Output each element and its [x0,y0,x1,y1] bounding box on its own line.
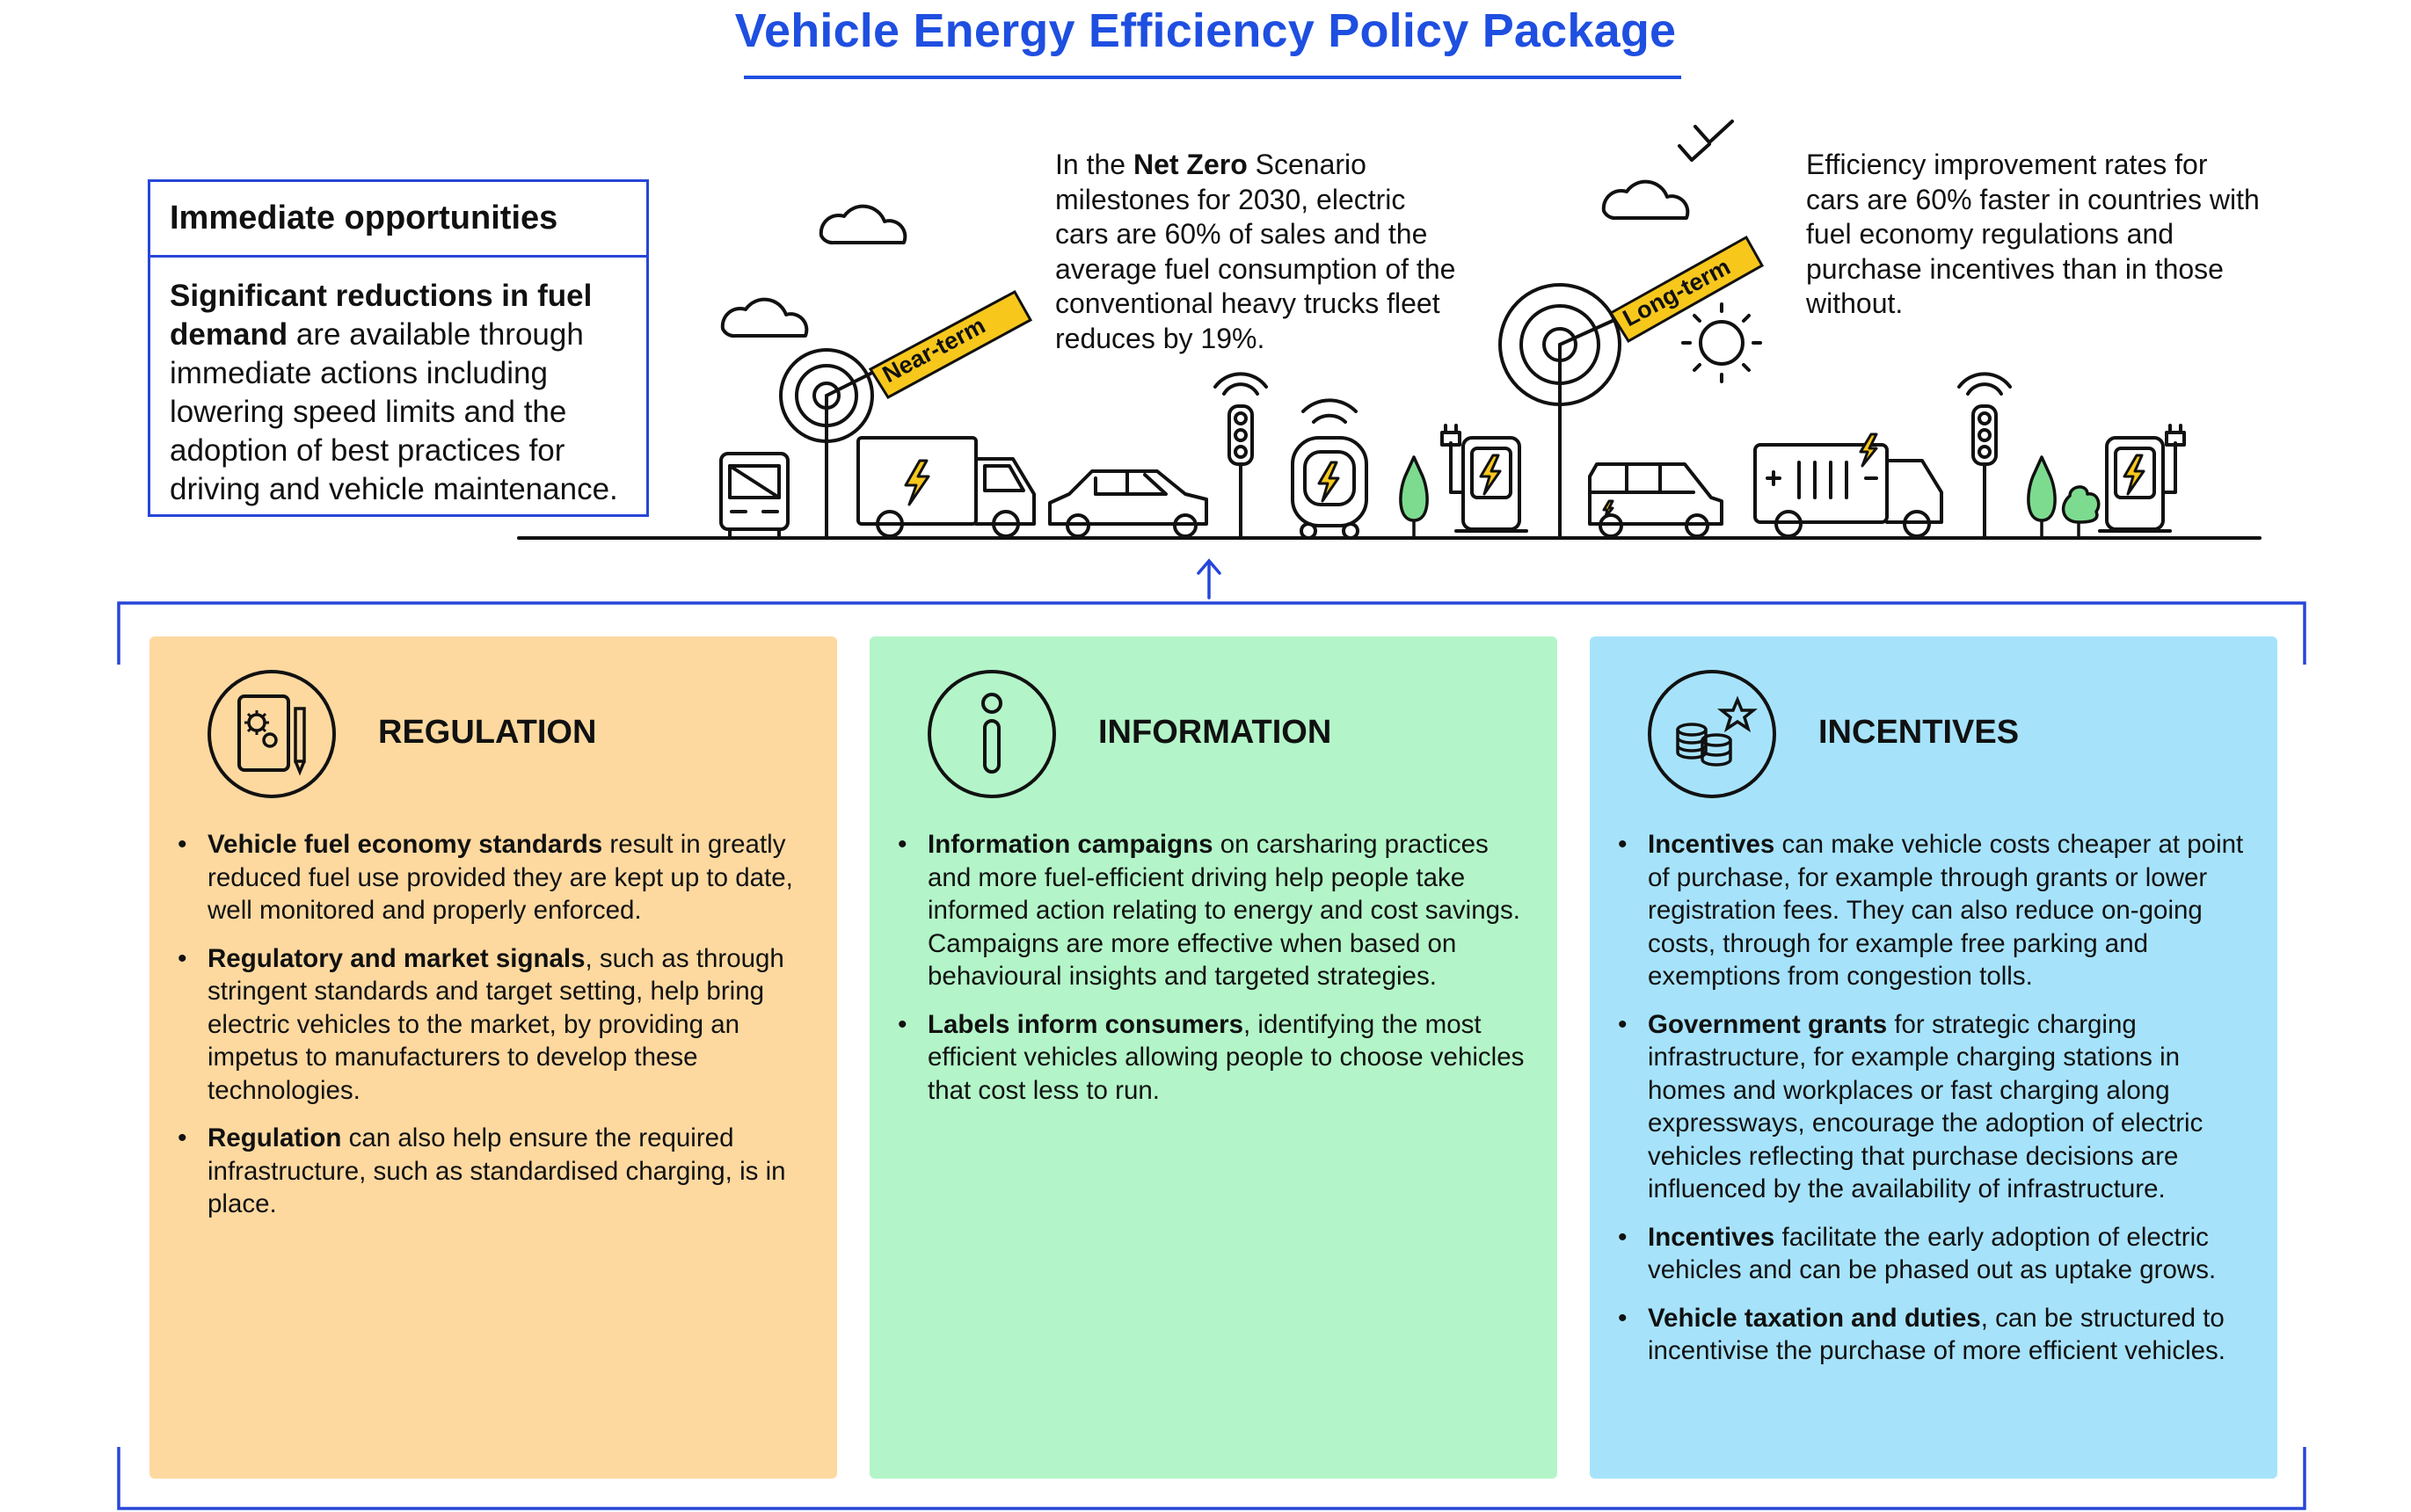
coins-star-icon [1648,670,1776,798]
lightning-bolt-icon [2123,454,2145,496]
incentives-panel: INCENTIVES Incentives can make vehicle c… [1590,636,2277,1479]
page-title: Vehicle Energy Efficiency Policy Package [734,4,1677,57]
list-item: Regulation can also help ensure the requ… [174,1122,807,1221]
bullet-bold: Vehicle fuel economy standards [208,830,603,859]
lightning-bolt-icon [904,459,930,506]
tree-icon [2027,455,2057,522]
regulation-bullets: Vehicle fuel economy standards result in… [174,828,807,1236]
bullet-text: can also help ensure the required infras… [208,1123,786,1218]
bullet-text: result in greatly reduced fuel use provi… [208,830,793,925]
electric-van-icon [1588,462,1723,538]
sun-icon [1681,302,1762,383]
bullet-text: , can be structured to incentivise the p… [1648,1303,2225,1366]
regulation-panel: REGULATION Vehicle fuel economy standard… [149,636,837,1479]
near-term-flag: Near-term [868,289,1033,399]
list-item: Regulatory and market signals, such as t… [174,942,807,1108]
long-term-flag: Long-term [1608,235,1765,344]
traffic-light-icon [1957,372,2012,540]
near-term-note-pre: In the [1055,149,1133,180]
lightning-bolt-icon [1859,433,1878,468]
car-icon [1048,469,1208,538]
title-underline [744,76,1681,79]
lightning-bolt-icon [1479,454,1502,496]
list-item: Incentives facilitate the early adoption… [1614,1221,2247,1287]
list-item: Vehicle fuel economy standards result in… [174,828,807,927]
bullet-bold: Government grants [1648,1009,1888,1039]
bullet-text: , identifying the most efficient vehicle… [928,1009,1525,1105]
bullet-bold: Information campaigns [928,830,1213,859]
bird-icon [1694,120,1734,144]
info-icon [928,670,1056,798]
electric-truck-icon [856,436,1036,538]
bullet-bold: Regulatory and market signals [208,943,586,973]
near-term-note-post: Scenario milestones for 2030, electric c… [1055,149,1456,354]
bullet-text: for strategic charging infrastructure, f… [1648,1009,2203,1204]
immediate-heading: Immediate opportunities [150,182,646,258]
lightning-bolt-icon [1317,461,1340,503]
long-term-note: Efficiency improvement rates for cars ar… [1806,149,2260,319]
bullet-bold: Incentives [1648,830,1775,859]
incentives-bullets: Incentives can make vehicle costs cheape… [1614,828,2247,1383]
information-title: INFORMATION [1098,714,1332,751]
immediate-opportunities-box: Immediate opportunities Significant redu… [148,179,649,517]
long-term-target-icon [1498,283,1621,540]
bullet-text: , such as through stringent standards an… [208,943,784,1105]
long-term-label: Long-term [1619,253,1735,331]
lightning-bolt-icon [1602,499,1614,519]
immediate-body: Significant reductions in fuel demand ar… [150,258,646,509]
list-item: Labels inform consumers, identifying the… [894,1008,1527,1108]
list-item: Government grants for strategic charging… [1614,1008,2247,1206]
information-panel: INFORMATION Information campaigns on car… [870,636,1557,1479]
charging-station-icon [2098,424,2186,533]
tree-icon [2061,485,2101,524]
information-bullets: Information campaigns on carsharing prac… [894,828,1527,1122]
cloud-icon [720,297,809,338]
policy-frame [117,601,2306,1510]
bullet-bold: Vehicle taxation and duties [1648,1303,1981,1333]
bullet-text: facilitate the early adoption of electri… [1648,1222,2217,1285]
regulation-title: REGULATION [378,714,597,751]
incentives-title: INCENTIVES [1818,714,2020,751]
near-term-target-icon [779,348,874,540]
charging-station-icon [1440,424,1528,533]
immediate-bold-lead: Significant reductions in fuel demand [170,279,593,352]
traffic-light-icon [1213,372,1268,540]
immediate-text: are available through immediate actions … [170,317,618,506]
bus-icon [719,452,790,540]
near-term-note: In the Net Zero Scenario milestones for … [1055,148,1460,356]
bullet-bold: Regulation [208,1123,342,1152]
bird-icon [1678,142,1711,162]
list-item: Incentives can make vehicle costs cheape… [1614,828,2247,993]
list-item: Vehicle taxation and duties, can be stru… [1614,1302,2247,1368]
street-scene-illustration: Near-term Long-term [517,120,2262,600]
up-arrow-icon [1197,558,1221,600]
bullet-text: can make vehicle costs cheaper at point … [1648,830,2244,991]
tree-icon [1399,455,1429,522]
bullet-text: on carsharing practices and more fuel-ef… [928,830,1520,991]
autonomous-pod-icon [1291,398,1368,540]
cloud-icon [1601,179,1690,221]
bullet-bold: Incentives [1648,1222,1775,1252]
bullet-bold: Labels inform consumers [928,1009,1244,1039]
electric-bus-icon [1753,443,1943,538]
cloud-icon [819,204,907,245]
near-term-note-bold: Net Zero [1133,149,1248,180]
list-item: Information campaigns on carsharing prac… [894,828,1527,993]
tablet-gears-icon [208,670,336,798]
